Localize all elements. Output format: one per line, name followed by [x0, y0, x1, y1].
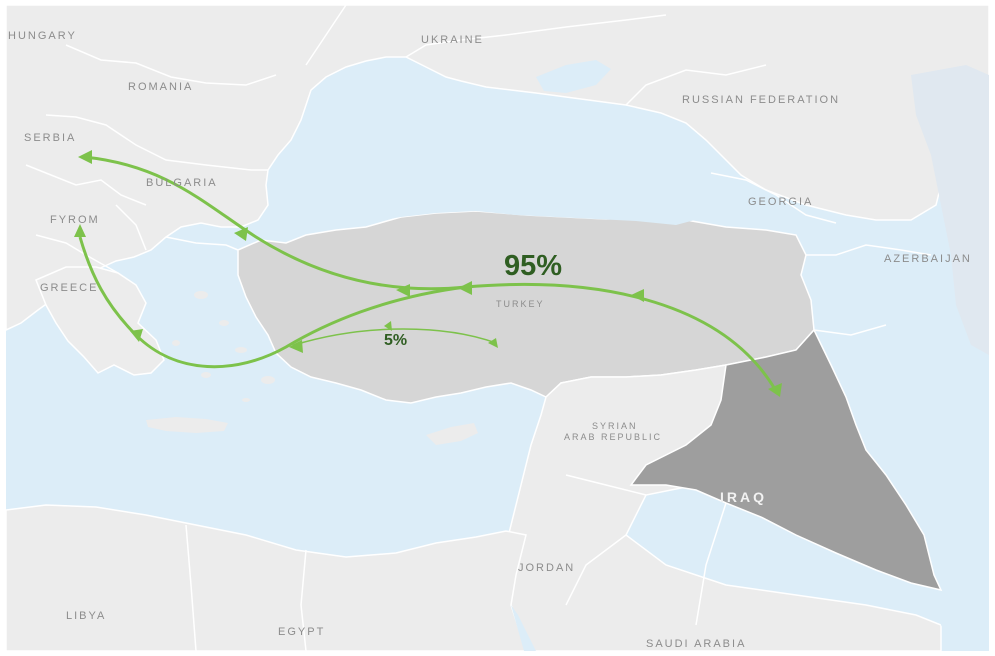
cyprus-shape — [426, 423, 478, 445]
arrow-minor-end — [292, 340, 302, 350]
route-arrows — [74, 150, 782, 397]
route-branch-fyrom — [78, 236, 467, 369]
arrow-minor-mid — [384, 321, 392, 331]
label-greece: GREECE — [40, 282, 98, 294]
label-azerbaijan: AZERBAIJAN — [884, 253, 972, 265]
label-romania: ROMANIA — [128, 81, 193, 93]
label-turkey: TURKEY — [496, 299, 545, 309]
minor-share-label: 5% — [384, 332, 407, 349]
border-lines — [25, 5, 932, 651]
label-jordan: JORDAN — [518, 562, 575, 574]
label-saudi-arabia: SAUDI ARABIA — [646, 638, 746, 650]
label-syria-line2: ARAB REPUBLIC — [564, 432, 662, 442]
label-fyrom: FYROM — [50, 214, 100, 226]
black-sea — [284, 93, 718, 231]
landmass-north — [6, 5, 989, 331]
routes — [78, 155, 778, 392]
arrow-serbia — [78, 150, 92, 164]
azov-sea — [536, 60, 611, 93]
arrow-fyrom — [74, 224, 86, 237]
caspian-shade — [911, 65, 989, 355]
persian-gulf — [934, 590, 989, 651]
label-bulgaria: BULGARIA — [146, 177, 218, 189]
major-share-label: 95% — [504, 250, 562, 282]
arrow-main-junction — [458, 281, 472, 295]
arrow-iraq-start — [768, 383, 782, 397]
label-georgia: GEORGIA — [748, 196, 813, 208]
route-main-trunk — [465, 282, 778, 392]
route-map: 95% 5% HUNGARY UKRAINE ROMANIA RUSSIAN F… — [6, 5, 989, 651]
label-serbia: SERBIA — [24, 132, 76, 144]
crete-shape — [146, 417, 228, 433]
route-minor — [293, 328, 497, 346]
label-ukraine: UKRAINE — [421, 34, 484, 46]
arrow-branch-mid — [396, 284, 410, 297]
arrow-greece — [130, 329, 143, 342]
route-branch-serbia — [83, 155, 467, 291]
red-sea — [511, 605, 536, 651]
label-syria-line1: SYRIAN — [592, 421, 638, 431]
arrow-minor-start — [488, 338, 498, 348]
aegean-islands — [172, 291, 275, 402]
iraq-shape — [629, 328, 943, 592]
label-hungary: HUNGARY — [8, 30, 77, 42]
map-frame: 95% 5% HUNGARY UKRAINE ROMANIA RUSSIAN F… — [6, 5, 989, 651]
arrow-bulgaria — [234, 227, 248, 241]
label-russia: RUSSIAN FEDERATION — [682, 94, 840, 106]
arrow-main-mid — [631, 289, 644, 302]
label-libya: LIBYA — [66, 610, 106, 622]
label-egypt: EGYPT — [278, 626, 325, 638]
label-iraq: IRAQ — [720, 489, 767, 505]
greece-shape — [35, 266, 165, 376]
